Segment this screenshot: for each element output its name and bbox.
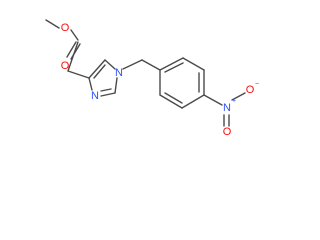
atom-nitro-nitrogen: N [223, 102, 231, 114]
bond-layer [45, 19, 246, 127]
bond-imidazole-c4-c5 [88, 59, 106, 79]
bond-carbonyl-double-a [66, 41, 77, 58]
charge-nitro-minus: − [255, 81, 259, 88]
bond-ester-oxygen-to-carbonyl-carbon [70, 29, 79, 41]
bond-benzene-1-inner [164, 62, 184, 73]
bond-imidazole-c5-n1 [104, 59, 116, 70]
bond-benzene-1 [159, 57, 184, 71]
bond-methyl-to-ester-oxygen [45, 19, 60, 29]
atom-imidazole-n1: N [115, 67, 123, 79]
bond-carbonyl-to-methylene [67, 41, 79, 72]
atom-nitro-oxygen-bottom: O [223, 126, 232, 138]
atom-nitro-oxygen-top: O [246, 84, 255, 96]
bond-imidazole-c4-c5-inner [93, 64, 106, 79]
atom-label-layer: O O N N N + O − O [61, 22, 259, 138]
atom-carbonyl-oxygen: O [61, 60, 70, 72]
chemical-structure-diagram: O O N N N + O − O [45, 19, 259, 138]
bond-imidazole-n3-c4 [88, 77, 93, 91]
bond-imidazole-c2-n3-inner [100, 88, 112, 92]
atom-ester-oxygen: O [61, 22, 70, 34]
bond-benzene-2 [182, 57, 205, 71]
bond-benzene-4 [181, 94, 205, 109]
bond-imidazole-c2-n3 [100, 92, 116, 97]
charge-nitro-plus: + [232, 98, 236, 105]
bond-imidazole-n1-c2 [114, 77, 118, 94]
bond-benzyl-methylene-to-phenyl [141, 59, 161, 71]
atom-imidazole-n3: N [91, 90, 99, 102]
bond-benzene-5-inner [164, 92, 183, 104]
bond-benzene-to-nitro [203, 94, 223, 106]
bond-nitro-n-to-o-top [231, 92, 246, 101]
bond-methylene-to-imidazole [67, 70, 90, 79]
bond-n1-to-benzyl-methylene [122, 59, 143, 70]
bond-benzene-5 [159, 94, 183, 109]
